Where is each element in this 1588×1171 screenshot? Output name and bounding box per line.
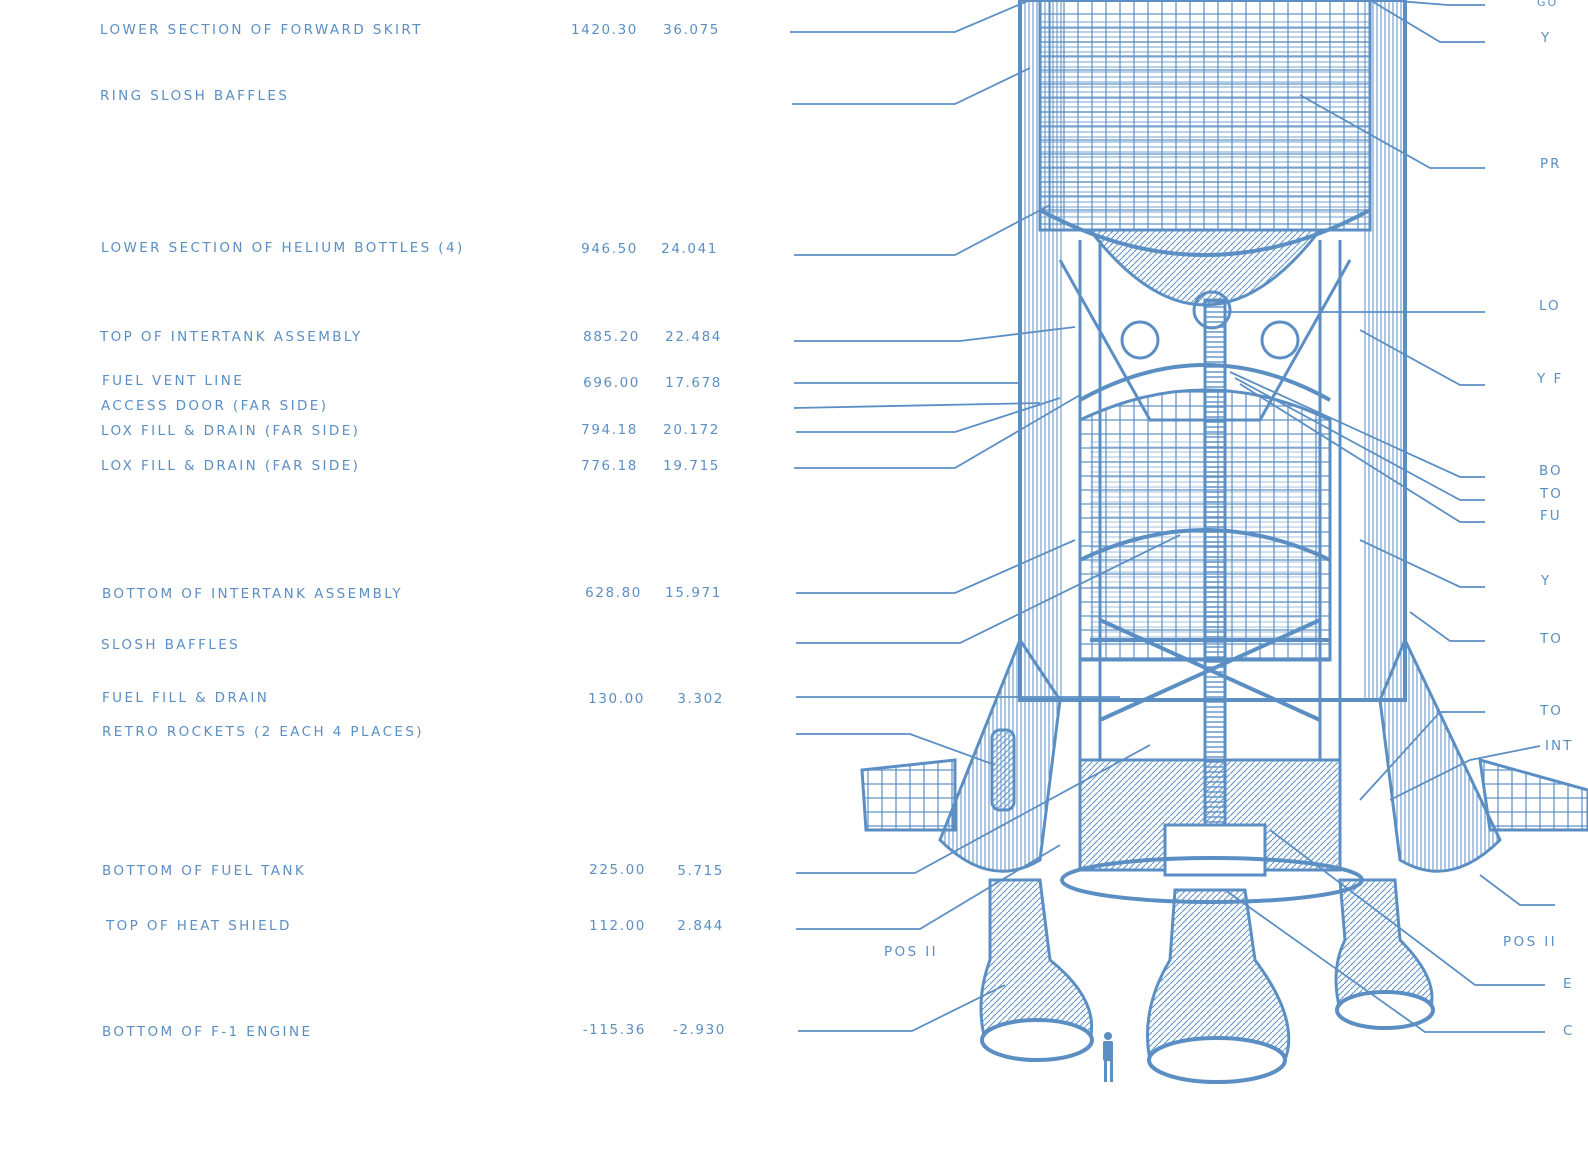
station-inches: 946.50 [581,241,638,257]
station-meters: 15.971 [665,585,722,601]
station-label: LOX FILL & DRAIN (FAR SIDE) [101,458,361,474]
right-label: Y [1541,573,1552,589]
right-label: PR [1540,156,1562,172]
station-label: LOX FILL & DRAIN (FAR SIDE) [101,423,361,439]
station-inches: 1420.30 [570,22,638,38]
station-label: TOP OF HEAT SHIELD [106,918,292,934]
leader-lines-right [1224,0,1555,1033]
station-label: FUEL VENT LINE [102,373,245,389]
right-label: INT [1545,738,1574,754]
position-label-left: POS II [884,944,938,960]
right-label: LO [1539,298,1561,314]
right-label: GO [1537,0,1559,9]
station-meters: 2.844 [677,918,724,934]
station-meters: 5.715 [677,863,724,879]
station-inches: 885.20 [583,329,640,345]
station-label: BOTTOM OF FUEL TANK [102,863,307,879]
station-label: RING SLOSH BAFFLES [100,88,290,104]
station-label: SLOSH BAFFLES [101,637,241,653]
human-scale-figure [1103,1032,1113,1082]
right-label: C [1563,1023,1575,1039]
station-label: LOWER SECTION OF HELIUM BOTTLES (4) [101,240,465,256]
station-inches: 628.80 [585,585,642,601]
position-label-right: POS II [1503,934,1557,950]
station-inches: 112.00 [589,918,646,934]
station-inches: -115.36 [582,1022,646,1038]
station-meters: 17.678 [665,375,722,391]
leader-lines-left [790,0,1181,1032]
right-label: Y [1541,30,1552,46]
right-label: TO [1540,631,1563,647]
right-label: Y F [1537,371,1564,387]
station-label: ACCESS DOOR (FAR SIDE) [101,398,329,414]
station-inches: 225.00 [589,862,646,878]
station-meters: -2.930 [672,1022,726,1038]
station-meters: 24.041 [661,241,718,257]
right-label: TO [1540,486,1563,502]
right-label: FU [1540,508,1562,524]
station-inches: 794.18 [581,422,638,438]
station-inches: 130.00 [588,691,645,707]
station-label: BOTTOM OF F-1 ENGINE [102,1024,313,1040]
station-label: RETRO ROCKETS (2 EACH 4 PLACES) [102,724,424,740]
station-meters: 20.172 [663,422,720,438]
station-inches: 776.18 [581,458,638,474]
right-label: BO [1539,463,1563,479]
station-label: TOP OF INTERTANK ASSEMBLY [100,329,363,345]
station-meters: 22.484 [665,329,722,345]
station-meters: 19.715 [663,458,720,474]
station-meters: 36.075 [663,22,720,38]
station-label: BOTTOM OF INTERTANK ASSEMBLY [102,586,404,602]
right-label: E [1563,976,1574,992]
right-label: TO [1540,703,1563,719]
station-label: LOWER SECTION OF FORWARD SKIRT [100,22,423,38]
station-label: FUEL FILL & DRAIN [102,690,270,706]
rocket-body [860,0,1588,1084]
station-meters: 3.302 [677,691,724,707]
station-inches: 696.00 [583,375,640,391]
